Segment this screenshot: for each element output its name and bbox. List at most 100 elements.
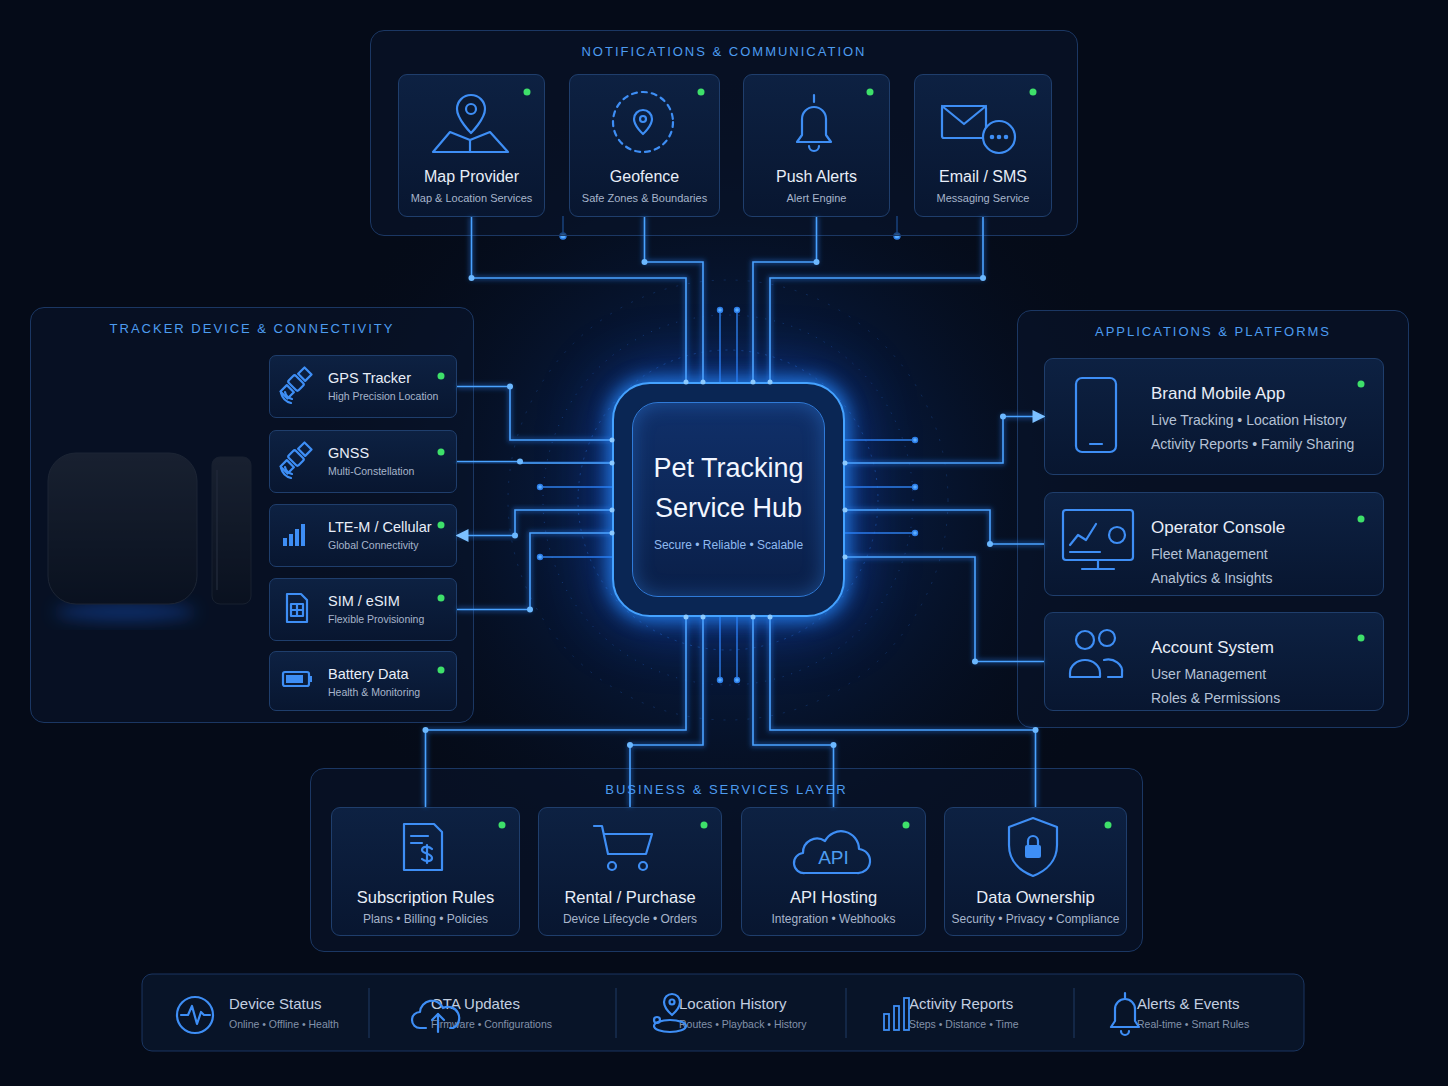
node-title: Data Ownership (945, 888, 1126, 907)
wire-glow (845, 510, 1044, 544)
node-subtitle: Multi-Constellation (328, 465, 456, 477)
connector-line (457, 462, 612, 464)
node-subtitle: Map & Location Services (399, 192, 544, 204)
status-bar (1074, 988, 1075, 1038)
decor-wires (913, 531, 918, 536)
connector-line (845, 417, 1044, 464)
connector-line (457, 533, 612, 610)
wire-joint (980, 275, 986, 281)
node-subtitle: Global Connectivity (328, 539, 456, 551)
node-subtitle: Fleet Management Analytics & Insights (1151, 542, 1296, 590)
status-bar (142, 974, 1304, 1051)
bars-icon (884, 998, 909, 1030)
connectivity-card: GPS TrackerHigh Precision Location (269, 355, 457, 418)
node-title: Push Alerts (744, 168, 889, 186)
decor-wires (913, 485, 918, 490)
decor-wires (719, 310, 720, 382)
bell-icon (1124, 993, 1126, 999)
hub-rings (578, 350, 878, 650)
decor-wires (736, 310, 737, 382)
decor-wires (845, 439, 915, 440)
node-title: GNSS (328, 445, 456, 461)
connectivity-card: LTE-M / CellularGlobal Connectivity (269, 504, 457, 567)
node-title: API Hosting (742, 888, 925, 907)
wire-glow (457, 510, 612, 536)
status-item: Location HistoryRoutes • Playback • Hist… (620, 980, 842, 1046)
route-icon (670, 1000, 675, 1005)
wire-joint (814, 259, 820, 265)
node-subtitle: High Precision Location (328, 390, 456, 402)
icon-label: API (742, 847, 925, 869)
node-title: APPLICATIONS & PLATFORMS (1018, 324, 1408, 339)
bell-icon (1111, 999, 1139, 1027)
node-subtitle: Security • Privacy • Compliance (945, 912, 1126, 926)
service-card: Data OwnershipSecurity • Privacy • Compl… (944, 807, 1127, 936)
node-title: Alerts & Events (1137, 995, 1298, 1012)
node-title: Subscription Rules (332, 888, 519, 907)
node-subtitle: Routes • Playback • History (679, 1018, 842, 1030)
node-title: Activity Reports (909, 995, 1070, 1012)
wire-joint (627, 742, 633, 748)
connector-line (753, 217, 817, 382)
node-subtitle: Secure • Reliable • Scalable (654, 538, 803, 552)
decor-wires (719, 617, 720, 680)
status-item: OTA UpdatesFirmware • Configurations (372, 980, 612, 1046)
panel-group: APPLICATIONS & PLATFORMS Brand Mobile App… (1017, 310, 1409, 728)
hub-label-group: Pet Tracking Service HubSecure • Reliabl… (614, 384, 843, 615)
wire-glow (472, 217, 687, 382)
node-subtitle: Online • Offline • Health (229, 1018, 365, 1030)
decor-wires (736, 617, 737, 680)
node-title: LTE-M / Cellular (328, 519, 456, 535)
node-subtitle: Health & Monitoring (328, 686, 456, 698)
panel-group: BUSINESS & SERVICES LAYER Subscription Ru… (310, 768, 1143, 952)
decor-wires (718, 308, 723, 313)
decor-wires (913, 438, 918, 443)
connector-line (472, 217, 687, 382)
node-title: NOTIFICATIONS & COMMUNICATION (371, 44, 1077, 59)
wire-joint (507, 384, 513, 390)
node-title: Device Status (229, 995, 365, 1012)
node-title: OTA Updates (431, 995, 612, 1012)
wire-joint (1000, 414, 1006, 420)
decor-wires (845, 486, 915, 487)
service-card: Email / SMSMessaging Service (914, 74, 1052, 217)
hub-box: Pet Tracking Service HubSecure • Reliabl… (612, 382, 845, 617)
wire-joint (642, 259, 648, 265)
node-title: Map Provider (399, 168, 544, 186)
node-title: Operator Console (1151, 518, 1383, 538)
bars-icon (904, 998, 909, 1030)
status-bar (616, 988, 617, 1038)
service-card: Map ProviderMap & Location Services (398, 74, 545, 217)
wire-joint (423, 727, 429, 733)
bell-icon (1111, 993, 1139, 1035)
wire-glow (457, 462, 612, 464)
node-subtitle: Messaging Service (915, 192, 1051, 204)
decor-wires (538, 216, 918, 683)
node-title: Rental / Purchase (539, 888, 721, 907)
wire-joint (517, 459, 523, 465)
node-subtitle: Flexible Provisioning (328, 613, 456, 625)
node-title: BUSINESS & SERVICES LAYER (311, 782, 1142, 797)
node-title: Pet Tracking Service Hub (641, 448, 816, 528)
service-card: Push AlertsAlert Engine (743, 74, 890, 217)
status-bar (369, 988, 370, 1038)
service-card: API API HostingIntegration • Webhooks (741, 807, 926, 936)
app-card: Account SystemUser Management Roles & Pe… (1044, 612, 1384, 711)
node-subtitle: Device Lifecycle • Orders (539, 912, 721, 926)
node-subtitle: Integration • Webhooks (742, 912, 925, 926)
node-title: Geofence (570, 168, 719, 186)
connector-line (457, 387, 612, 441)
status-bar (369, 988, 1074, 1038)
connector-line (845, 510, 1044, 544)
app-card: Operator ConsoleFleet Management Analyti… (1044, 492, 1384, 596)
wire-glow (770, 217, 983, 382)
app-card: Brand Mobile AppLive Tracking • Location… (1044, 358, 1384, 475)
wire-joint (527, 607, 533, 613)
decor-wires (718, 678, 723, 683)
wire-joint (831, 742, 837, 748)
status-item: Device StatusOnline • Offline • Health (170, 980, 365, 1046)
wire-joint (987, 541, 993, 547)
hub-rings (508, 280, 948, 720)
